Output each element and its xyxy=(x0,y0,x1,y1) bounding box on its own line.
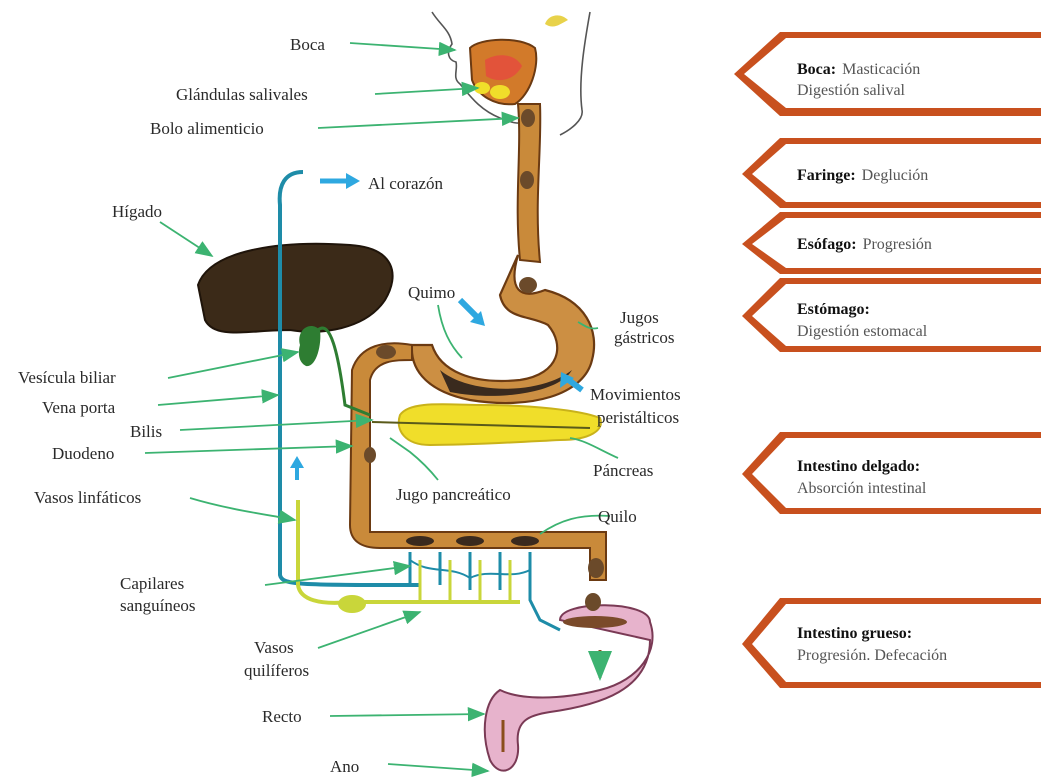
label-ano: Ano xyxy=(330,757,359,776)
stage-banners: Boca: Masticación Digestión salival Farin… xyxy=(734,32,1041,688)
stage-text2-estomago: Digestión estomacal xyxy=(797,323,928,340)
colon xyxy=(485,605,653,770)
gallbladder xyxy=(299,326,320,366)
label-capilares-2: sanguíneos xyxy=(120,596,196,615)
stage-banner-intestino-grueso: Intestino grueso: Progresión. Defecación xyxy=(742,598,1041,688)
svg-text:Boca:Masticación: Boca: Masticación xyxy=(797,61,920,78)
stage-text2-boca: Digestión salival xyxy=(797,82,906,99)
label-movimientos-2: peristálticos xyxy=(597,408,679,427)
lymph-vessel xyxy=(298,500,520,603)
stage-text1-faringe: Deglución xyxy=(862,167,929,184)
svg-text:Esófago:Progresión: Esófago: Progresión xyxy=(797,236,932,253)
label-vena: Vena porta xyxy=(42,398,116,417)
label-corazon: Al corazón xyxy=(368,174,444,193)
neck-outline xyxy=(560,12,590,135)
stage-name-intestino-grueso: Intestino grueso: xyxy=(797,625,912,642)
stage-banner-esofago: Esófago: Progresión xyxy=(742,212,1041,274)
label-quimo: Quimo xyxy=(408,283,455,302)
stage-name-boca: Boca: xyxy=(797,61,836,78)
label-jugos-1: Jugos xyxy=(620,308,659,327)
label-higado: Hígado xyxy=(112,202,162,221)
salivary-gland-top xyxy=(545,15,568,26)
stage-banner-faringe: Faringe: Deglución xyxy=(742,138,1041,208)
label-bolo: Bolo alimenticio xyxy=(150,119,264,138)
label-jugo-pancreatico: Jugo pancreático xyxy=(396,485,511,504)
label-quiliferos-2: quilíferos xyxy=(244,661,309,680)
stage-text1-boca: Masticación xyxy=(842,61,920,78)
stage-banner-intestino-delgado: Intestino delgado: Absorción intestinal xyxy=(742,432,1041,514)
label-pancreas: Páncreas xyxy=(593,461,653,480)
stage-name-estomago: Estómago: xyxy=(797,301,870,318)
stage-text2-intestino-delgado: Absorción intestinal xyxy=(797,480,927,497)
label-quilo: Quilo xyxy=(598,507,637,526)
liver xyxy=(198,244,393,333)
label-recto: Recto xyxy=(262,707,302,726)
stage-text1-esofago: Progresión xyxy=(863,236,932,253)
label-vasos-linfaticos: Vasos linfáticos xyxy=(34,488,141,507)
label-glandulas: Glándulas salivales xyxy=(176,85,308,104)
label-capilares-1: Capilares xyxy=(120,574,184,593)
arrow-quimo xyxy=(460,300,478,318)
pointer-lines xyxy=(145,43,618,771)
label-quiliferos-1: Vasos xyxy=(254,638,294,657)
label-duodeno: Duodeno xyxy=(52,444,114,463)
label-vesicula: Vesícula biliar xyxy=(18,368,116,387)
stage-banner-estomago: Estómago: Digestión estomacal xyxy=(742,278,1041,352)
salivary-gland-sub xyxy=(490,85,510,99)
label-bilis: Bilis xyxy=(130,422,162,441)
stage-name-esofago: Esófago: xyxy=(797,236,857,253)
label-jugos-2: gástricos xyxy=(614,328,674,347)
stage-text2-intestino-grueso: Progresión. Defecación xyxy=(797,647,947,664)
stage-name-faringe: Faringe: xyxy=(797,167,856,184)
label-movimientos-1: Movimientos xyxy=(590,385,681,404)
label-boca: Boca xyxy=(290,35,325,54)
stage-banner-boca: Boca: Masticación Digestión salival xyxy=(734,32,1041,116)
svg-text:Faringe:Deglución: Faringe: Deglución xyxy=(797,167,928,184)
stage-name-intestino-delgado: Intestino delgado: xyxy=(797,458,920,475)
